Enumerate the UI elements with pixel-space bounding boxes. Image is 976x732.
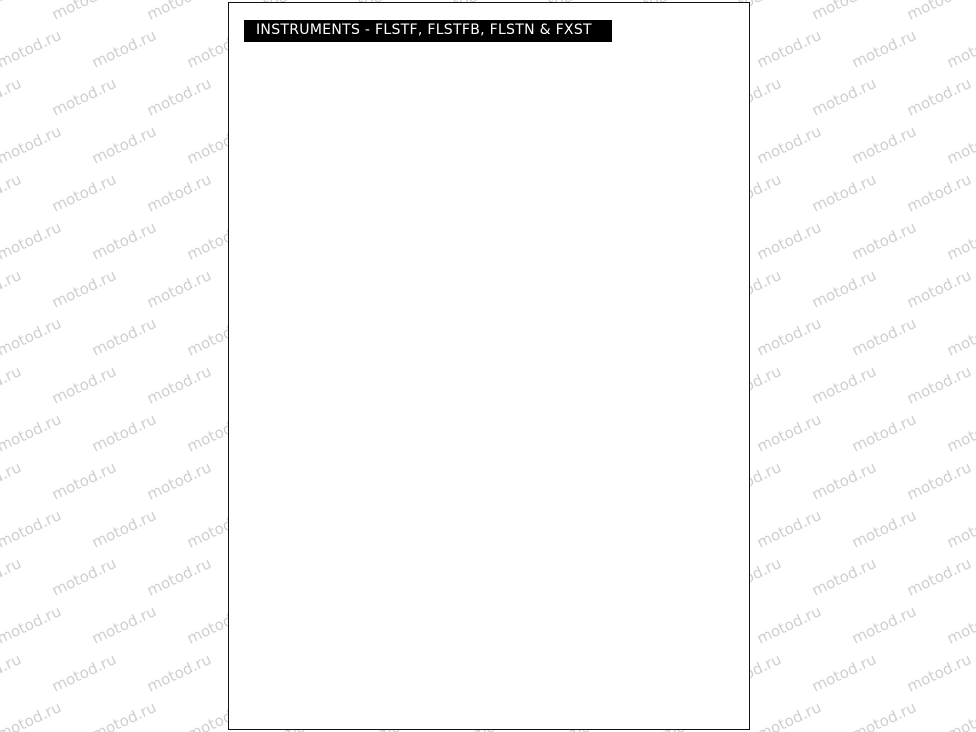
watermark-text: motod.ru <box>944 698 976 732</box>
watermark-text: motod.ru <box>809 650 879 695</box>
watermark-text: motod.ru <box>0 122 64 167</box>
watermark-text: motod.ru <box>89 218 159 263</box>
title-bar: INSTRUMENTS - FLSTF, FLSTFB, FLSTN & FXS… <box>244 20 612 42</box>
watermark-text: motod.ru <box>849 410 919 455</box>
watermark-text: motod.ru <box>904 458 974 503</box>
watermark-text: motod.ru <box>0 218 64 263</box>
watermark-text: motod.ru <box>144 0 214 24</box>
watermark-text: motod.ru <box>144 266 214 311</box>
watermark-text: motod.ru <box>904 650 974 695</box>
watermark-text: motod.ru <box>904 554 974 599</box>
watermark-text: motod.ru <box>849 26 919 71</box>
watermark-text: motod.ru <box>49 0 119 24</box>
watermark-text: motod.ru <box>904 266 974 311</box>
watermark-text: motod.ru <box>809 266 879 311</box>
watermark-text: motod.ru <box>0 362 24 407</box>
page-title: INSTRUMENTS - FLSTF, FLSTFB, FLSTN & FXS… <box>256 22 592 38</box>
watermark-text: motod.ru <box>754 602 824 647</box>
watermark-text: motod.ru <box>0 554 24 599</box>
watermark-text: motod.ru <box>849 314 919 359</box>
watermark-text: motod.ru <box>144 362 214 407</box>
watermark-text: motod.ru <box>809 554 879 599</box>
watermark-text: motod.ru <box>944 218 976 263</box>
watermark-text: motod.ru <box>144 74 214 119</box>
watermark-text: motod.ru <box>49 170 119 215</box>
watermark-text: motod.ru <box>904 0 974 24</box>
watermark-text: motod.ru <box>754 698 824 732</box>
watermark-text: motod.ru <box>754 506 824 551</box>
watermark-text: motod.ru <box>89 122 159 167</box>
diagram-frame <box>228 2 750 730</box>
watermark-text: motod.ru <box>0 74 24 119</box>
watermark-text: motod.ru <box>849 506 919 551</box>
watermark-text: motod.ru <box>754 410 824 455</box>
watermark-text: motod.ru <box>0 602 64 647</box>
watermark-text: motod.ru <box>89 602 159 647</box>
watermark-text: motod.ru <box>809 0 879 24</box>
watermark-text: motod.ru <box>944 410 976 455</box>
watermark-text: motod.ru <box>754 26 824 71</box>
watermark-text: motod.ru <box>754 122 824 167</box>
watermark-text: motod.ru <box>0 0 24 24</box>
watermark-text: motod.ru <box>944 26 976 71</box>
watermark-text: motod.ru <box>849 698 919 732</box>
watermark-text: motod.ru <box>849 602 919 647</box>
watermark-text: motod.ru <box>0 266 24 311</box>
watermark-text: motod.ru <box>0 26 64 71</box>
watermark-text: motod.ru <box>144 170 214 215</box>
watermark-text: motod.ru <box>0 650 24 695</box>
watermark-text: motod.ru <box>0 506 64 551</box>
watermark-text: motod.ru <box>89 26 159 71</box>
watermark-text: motod.ru <box>49 650 119 695</box>
watermark-text: motod.ru <box>0 314 64 359</box>
watermark-text: motod.ru <box>49 458 119 503</box>
watermark-text: motod.ru <box>0 698 64 732</box>
watermark-text: motod.ru <box>904 362 974 407</box>
watermark-text: motod.ru <box>89 410 159 455</box>
watermark-text: motod.ru <box>89 698 159 732</box>
watermark-text: motod.ru <box>904 170 974 215</box>
watermark-text: motod.ru <box>754 218 824 263</box>
watermark-text: motod.ru <box>49 362 119 407</box>
watermark-text: motod.ru <box>809 362 879 407</box>
watermark-text: motod.ru <box>944 506 976 551</box>
watermark-text: motod.ru <box>944 602 976 647</box>
watermark-text: motod.ru <box>49 74 119 119</box>
watermark-text: motod.ru <box>944 314 976 359</box>
watermark-text: motod.ru <box>809 170 879 215</box>
watermark-text: motod.ru <box>0 458 24 503</box>
watermark-text: motod.ru <box>89 314 159 359</box>
watermark-text: motod.ru <box>754 314 824 359</box>
watermark-text: motod.ru <box>904 74 974 119</box>
watermark-text: motod.ru <box>849 218 919 263</box>
watermark-text: motod.ru <box>0 410 64 455</box>
watermark-text: motod.ru <box>49 266 119 311</box>
watermark-text: motod.ru <box>809 458 879 503</box>
watermark-text: motod.ru <box>89 506 159 551</box>
watermark-text: motod.ru <box>144 650 214 695</box>
watermark-text: motod.ru <box>809 74 879 119</box>
watermark-text: motod.ru <box>49 554 119 599</box>
watermark-text: motod.ru <box>0 170 24 215</box>
watermark-text: motod.ru <box>849 122 919 167</box>
watermark-text: motod.ru <box>144 458 214 503</box>
watermark-text: motod.ru <box>944 122 976 167</box>
watermark-text: motod.ru <box>144 554 214 599</box>
